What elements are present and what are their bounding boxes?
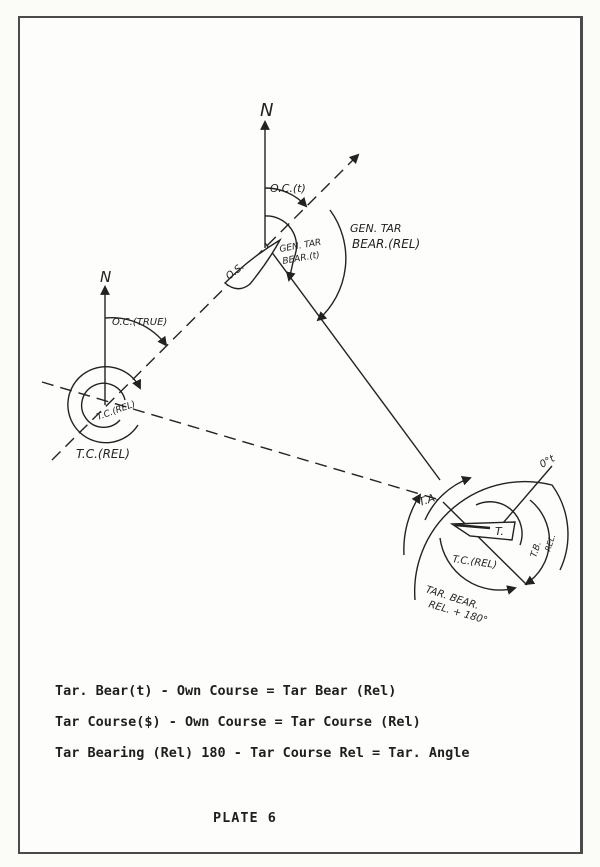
- tar-bear-rel-arc: [413, 480, 569, 601]
- target-label: T.: [495, 525, 504, 538]
- plate-sheet: [18, 16, 583, 854]
- oc-true-arc-top: [264, 187, 308, 208]
- tc-rel-arc-right: [439, 537, 517, 595]
- gen-tar-bear-rel-label-1: GEN. TAR: [350, 222, 402, 235]
- formula-tar-bear-rel: Tar. Bear(t) - Own Course = Tar Bear (Re…: [55, 683, 397, 699]
- gen-tar-bear-rel-arc: [316, 209, 347, 322]
- own-course-line: [51, 153, 360, 461]
- tc-rel-inner-circle: [80, 382, 126, 428]
- tb-label-1: T.B.: [529, 540, 544, 559]
- own-ship-icon: [223, 238, 282, 290]
- ta-top-arc: [424, 476, 472, 521]
- tc-rel-right-label: T.C.(REL): [452, 554, 498, 571]
- gen-tar-bear-rel-label-2: BEAR.(REL): [352, 237, 420, 251]
- oc-true-arc-left: [104, 316, 168, 347]
- oc-t-label: O.C.(t): [270, 182, 306, 195]
- ta-arc: [403, 493, 422, 556]
- plate-number: PLATE 6: [213, 810, 277, 826]
- north-label-left: N: [100, 268, 111, 286]
- gen-tar-bear-t-arc: [264, 215, 298, 282]
- tb-inner-arc: [475, 501, 523, 546]
- oc-true-label: O.C.(TRUE): [112, 317, 167, 328]
- tb-rel-arc: [524, 499, 551, 586]
- north-label-top: N: [260, 100, 273, 121]
- target-ship-mark: [454, 523, 491, 530]
- tc-rel-inner-label: T.C.(REL): [96, 400, 137, 423]
- tc-rel-outer-label: T.C.(REL): [76, 447, 130, 461]
- zero-true-line: [496, 465, 553, 531]
- target-course-line: [442, 501, 528, 586]
- bearing-line: [264, 242, 441, 481]
- formula-tar-course-rel: Tar Course($) - Own Course = Tar Course …: [55, 714, 421, 730]
- tb-label-2: REL.: [543, 533, 557, 553]
- zero-true-label: 0°t: [538, 453, 558, 471]
- tc-rel-outer-circle: [67, 366, 141, 444]
- ta-label: T.A.: [417, 490, 440, 509]
- formula-tar-angle: Tar Bearing (Rel) 180 - Tar Course Rel =…: [55, 745, 470, 761]
- target-course-line-left: [41, 381, 441, 501]
